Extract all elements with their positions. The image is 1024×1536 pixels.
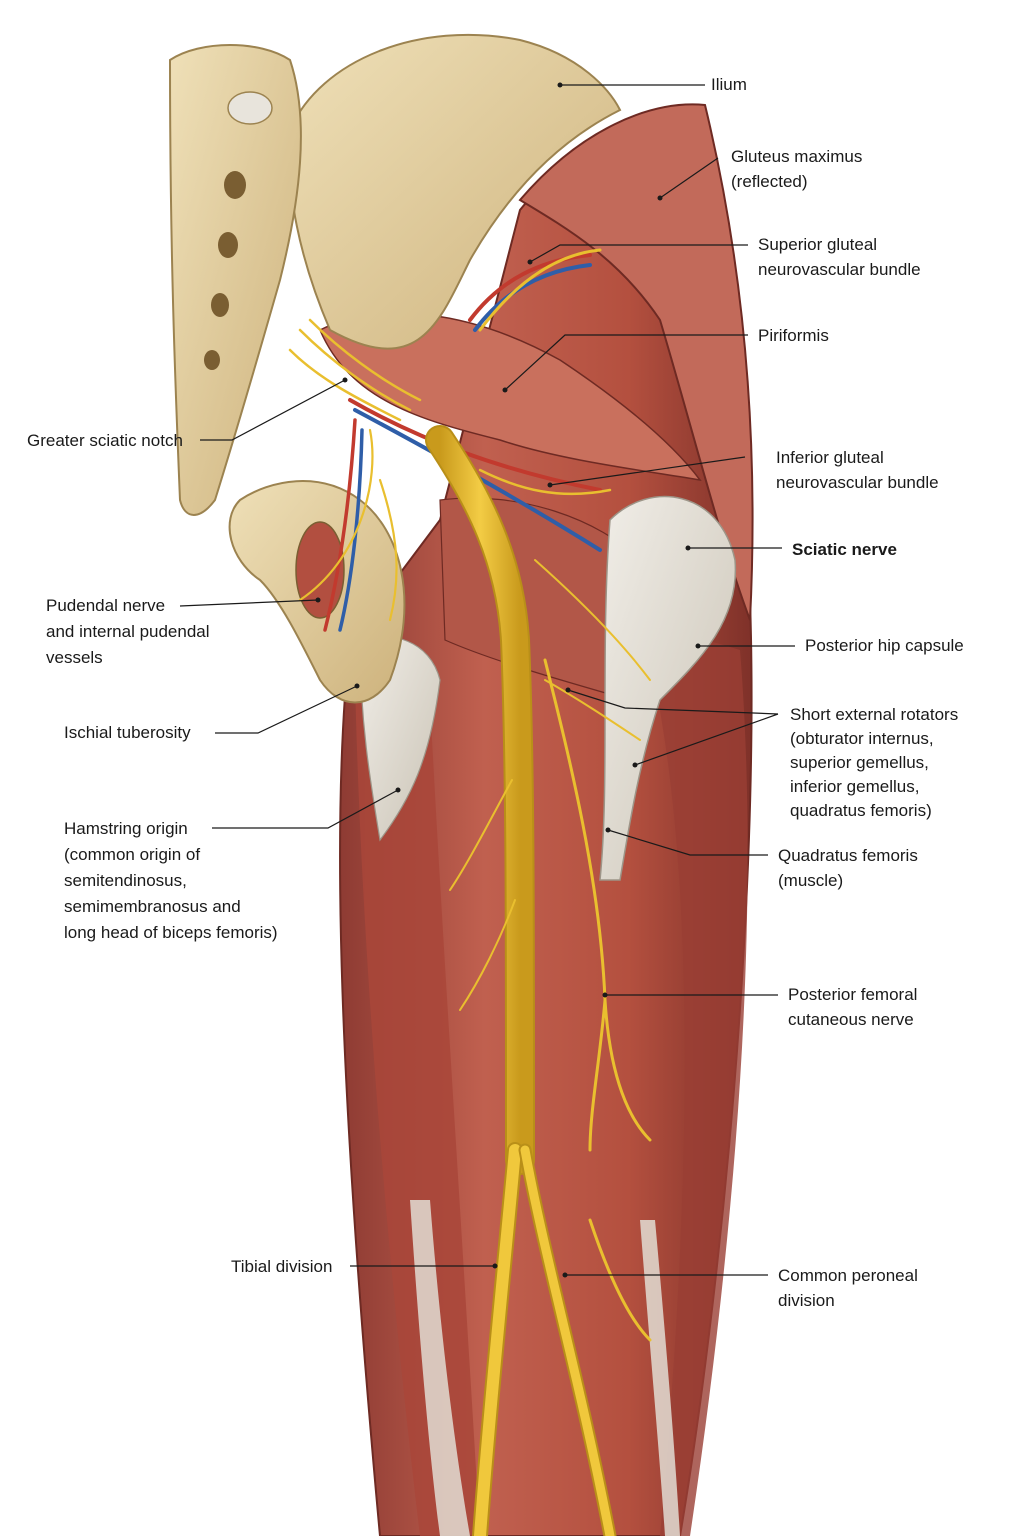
leader-short-rotators-dot-b	[632, 762, 638, 768]
label-greater-sciatic-notch: Greater sciatic notch	[27, 431, 183, 450]
superior-gluteal-artery	[468, 253, 592, 322]
pudendal-nerve	[298, 428, 398, 622]
leader-greater-sciatic-notch	[200, 379, 346, 441]
label-sciatic-nerve: Sciatic nerve	[792, 540, 897, 559]
pelvis-bone	[168, 33, 622, 704]
leader-inferior-gluteal	[549, 456, 746, 486]
muscular-branches	[449, 559, 651, 1011]
leader-superior-gluteal	[529, 244, 748, 263]
tibial-division-nerve-fill	[474, 1144, 521, 1536]
labels: Ilium Gluteus maximus (reflected) Superi…	[27, 75, 964, 1310]
piriformis-muscle	[319, 312, 702, 482]
thigh-muscles	[319, 103, 754, 1536]
label-superior-gluteal: Superior gluteal neurovascular bundle	[758, 235, 921, 279]
nerves	[288, 248, 652, 1536]
sacrum-bone	[168, 44, 302, 516]
posterior-femoral-cutaneous-nerve	[543, 658, 652, 1152]
common-peroneal-division-nerve-fill	[520, 1145, 615, 1536]
leader-gluteus-maximus-dot	[657, 195, 663, 201]
inferior-gluteal-nerve	[478, 468, 612, 496]
distal-peroneal-branch	[588, 1218, 652, 1342]
leader-hamstring-origin	[212, 789, 399, 829]
leader-hamstring-origin-dot	[395, 787, 401, 793]
leader-common-peroneal-dot	[562, 1272, 568, 1278]
label-quadratus-femoris: Quadratus femoris (muscle)	[778, 846, 923, 890]
label-inferior-gluteal: Inferior gluteal neurovascular bundle	[776, 448, 939, 492]
vastus-lateralis-muscle	[640, 620, 748, 1536]
leader-ischial-tuberosity-dot	[354, 683, 360, 689]
greater-trochanter-tendon	[599, 495, 737, 881]
leader-short-rotators-b	[634, 713, 779, 766]
leader-piriformis	[504, 334, 748, 391]
leader-quadratus-femoris-dot	[605, 827, 611, 833]
label-ilium: Ilium	[711, 75, 747, 94]
label-hamstring-origin: Hamstring origin (common origin of semit…	[64, 819, 278, 942]
label-piriformis: Piriformis	[758, 326, 829, 345]
leader-posterior-femoral-cutaneous-dot	[602, 992, 608, 998]
leader-ilium-dot	[557, 82, 563, 88]
leader-superior-gluteal-dot	[527, 259, 533, 265]
label-short-external-rotators: Short external rotators (obturator inter…	[790, 705, 963, 820]
hamstring-muscle-medial	[355, 680, 480, 1536]
label-gluteus-maximus: Gluteus maximus (reflected)	[731, 147, 867, 191]
leader-short-rotators-a	[567, 689, 779, 715]
leader-greater-sciatic-notch-dot	[342, 377, 348, 383]
leader-sciatic-nerve-dot	[685, 545, 691, 551]
pudendal-vein	[338, 428, 364, 632]
sacral-plexus-branches	[288, 318, 422, 422]
leader-inferior-gluteal-dot	[547, 482, 553, 488]
leader-piriformis-dot	[502, 387, 508, 393]
superior-gluteal-nerve	[478, 248, 602, 332]
ilium-bone	[288, 33, 622, 350]
leader-tibial-division-dot	[492, 1263, 498, 1269]
label-posterior-hip-capsule: Posterior hip capsule	[805, 636, 964, 655]
distal-tendons	[410, 1200, 680, 1536]
leader-short-rotators-dot-a	[565, 687, 571, 693]
leader-pudendal	[179, 599, 319, 607]
label-ischial-tuberosity: Ischial tuberosity	[64, 723, 191, 742]
label-pudendal: Pudendal nerve and internal pudendal ves…	[46, 596, 214, 667]
leader-pudendal-dot	[315, 597, 321, 603]
label-tibial-division: Tibial division	[231, 1257, 332, 1276]
gluteus-maximus-muscle	[518, 103, 754, 621]
leader-lines	[179, 82, 795, 1278]
leader-gluteus-maximus	[659, 157, 719, 199]
label-common-peroneal: Common peroneal division	[778, 1266, 923, 1310]
leader-quadratus-femoris	[607, 829, 768, 856]
pudendal-artery	[323, 418, 357, 632]
intervertebral-disc	[227, 91, 273, 125]
leader-posterior-hip-capsule-dot	[695, 643, 701, 649]
sciatic-nerve-trunk-fill	[427, 427, 533, 1173]
superior-gluteal-vein	[473, 263, 592, 332]
label-posterior-femoral-cutaneous: Posterior femoral cutaneous nerve	[788, 985, 922, 1029]
leader-ischial-tuberosity	[215, 685, 358, 734]
sacral-foramina	[204, 171, 246, 370]
